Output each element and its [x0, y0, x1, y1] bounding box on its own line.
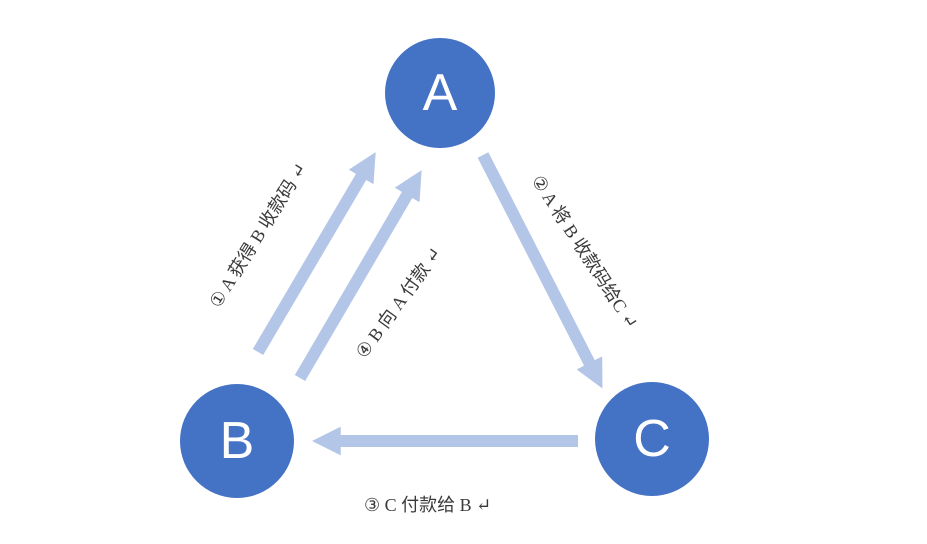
node-b: B [180, 384, 294, 498]
arrow-b-to-a-inner [294, 170, 422, 382]
edge-label-c-pays-b: ③ C 付款给 B ↵ [364, 495, 492, 515]
node-c-label: C [633, 410, 671, 468]
node-a: A [385, 38, 495, 148]
node-c: C [595, 382, 709, 496]
node-b-label: B [219, 412, 255, 470]
node-a-label: A [422, 64, 458, 122]
arrow-a-to-c [477, 152, 603, 389]
arrow-b-to-a-outer [252, 152, 376, 356]
